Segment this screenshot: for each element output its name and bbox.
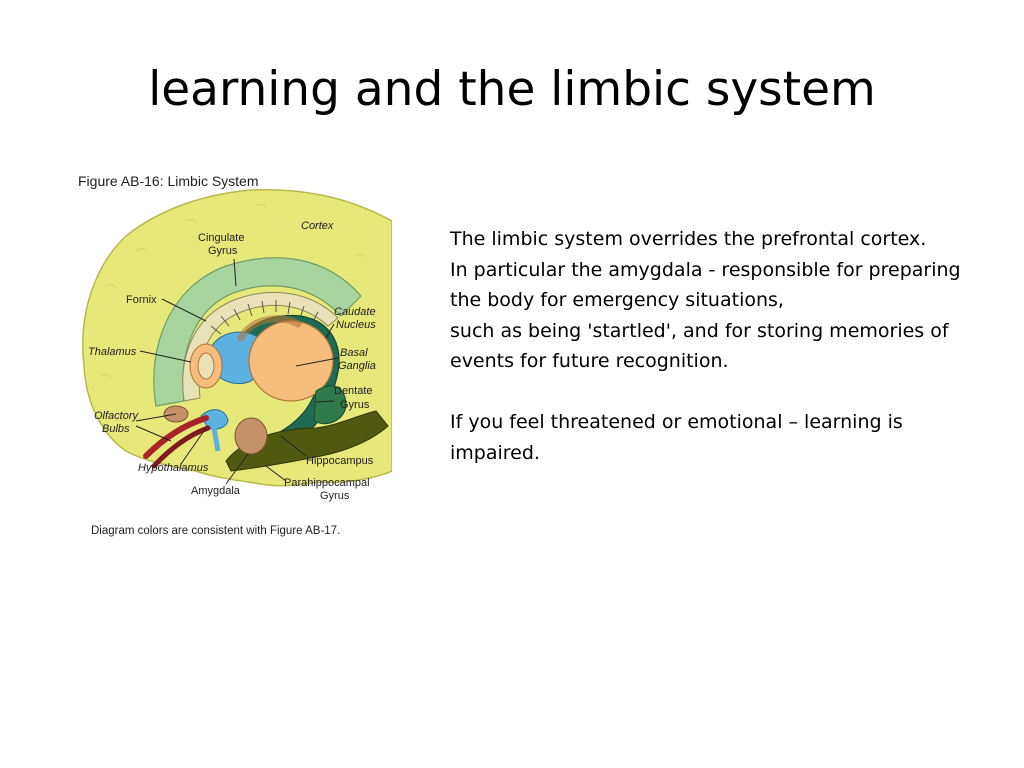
body-line-4: such as being 'startled', and for storin… [450,319,949,342]
limbic-system-figure: Figure AB-16: Limbic System Diagram colo… [76,166,392,542]
label-fornix: Fornix [126,294,157,306]
label-cortex: Cortex [301,220,334,232]
label-olfactory-line1: Olfactory [94,410,140,422]
label-thalamus: Thalamus [88,346,137,358]
label-hypothalamus: Hypothalamus [138,462,209,474]
label-cingulate-line2: Gyrus [208,245,238,257]
label-caudate-line1: Caudate [334,306,376,318]
label-amygdala: Amygdala [191,485,241,497]
body-line-3: the body for emergency situations, [450,289,784,311]
label-dentate-line1: Dentate [334,385,373,397]
limbic-system-diagram: Figure AB-16: Limbic System Diagram colo… [78,173,392,537]
body-line-2: In particular the amygdala - responsible… [450,258,961,281]
label-hippocampus: Hippocampus [306,455,374,467]
parahippocampal-shape [225,410,389,472]
label-basal-line1: Basal [340,347,368,359]
amygdala-shape [234,417,268,455]
paragraph-gap [450,377,1016,408]
label-parahippocampal-line2: Gyrus [320,490,350,502]
slide-title: learning and the limbic system [148,62,876,117]
figure-caption-top: Figure AB-16: Limbic System [78,173,259,189]
label-cingulate-line1: Cingulate [198,232,244,244]
label-olfactory-line2: Bulbs [102,423,130,435]
body-line-6: If you feel threatened or emotional – le… [450,411,903,433]
cingulate-gyrus-shape [153,257,362,407]
label-caudate-line2: Nucleus [336,319,376,331]
body-line-1: The limbic system overrides the prefront… [450,228,927,250]
body-line-5: events for future recognition. [450,350,729,372]
olfactory-bulbs-shape [143,415,209,459]
body-line-7: impaired. [450,441,540,464]
label-dentate-line2: Gyrus [340,399,370,411]
figure-caption-bottom: Diagram colors are consistent with Figur… [91,525,340,537]
label-parahippocampal-line1: Parahippocampal [284,477,370,489]
label-basal-line2: Ganglia [338,360,376,372]
fornix-shape [182,291,339,402]
body-text: The limbic system overrides the prefront… [450,224,1016,468]
